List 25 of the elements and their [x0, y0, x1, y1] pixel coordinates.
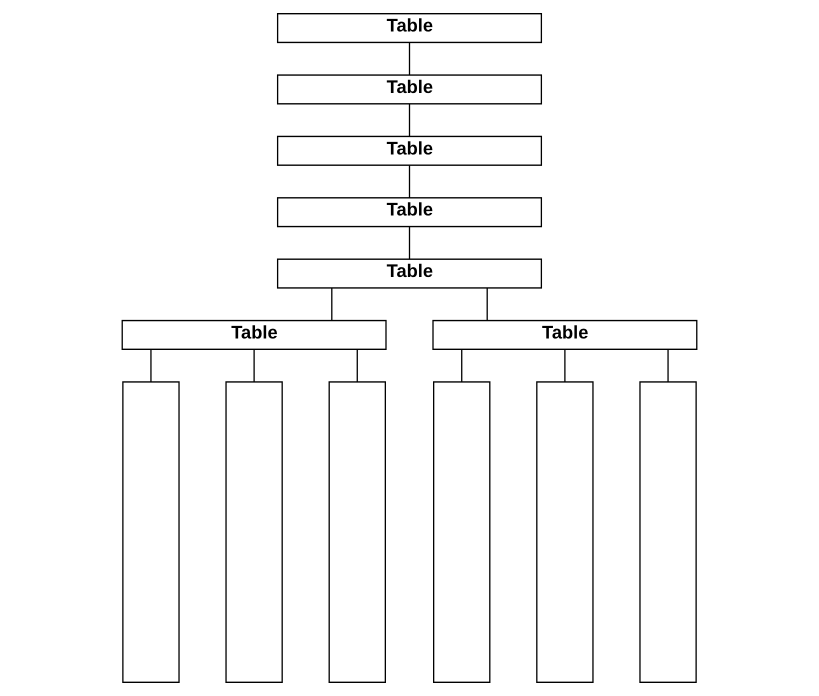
connector: [486, 288, 488, 320]
connector: [667, 350, 669, 382]
connector: [331, 288, 332, 320]
node-bar: [225, 381, 283, 683]
node-box: Table: [122, 320, 387, 350]
connector: [564, 350, 566, 382]
node-bar: [536, 381, 594, 683]
node-box: Table: [276, 74, 542, 104]
connector: [408, 166, 410, 198]
node-box: Table: [276, 197, 542, 228]
connector: [461, 350, 462, 382]
connector: [408, 104, 410, 136]
connector: [356, 350, 358, 382]
node-bar: [122, 381, 180, 683]
node-box: Table: [276, 136, 542, 166]
node-bar: [639, 381, 697, 683]
node-box: Table: [432, 320, 698, 350]
connector: [150, 350, 152, 382]
node-bar: [328, 381, 386, 683]
node-bar: [433, 381, 490, 683]
connector: [408, 42, 410, 75]
node-box: Table: [276, 258, 542, 289]
connector: [408, 227, 410, 259]
node-box: Table: [276, 13, 542, 44]
connector: [253, 350, 255, 382]
